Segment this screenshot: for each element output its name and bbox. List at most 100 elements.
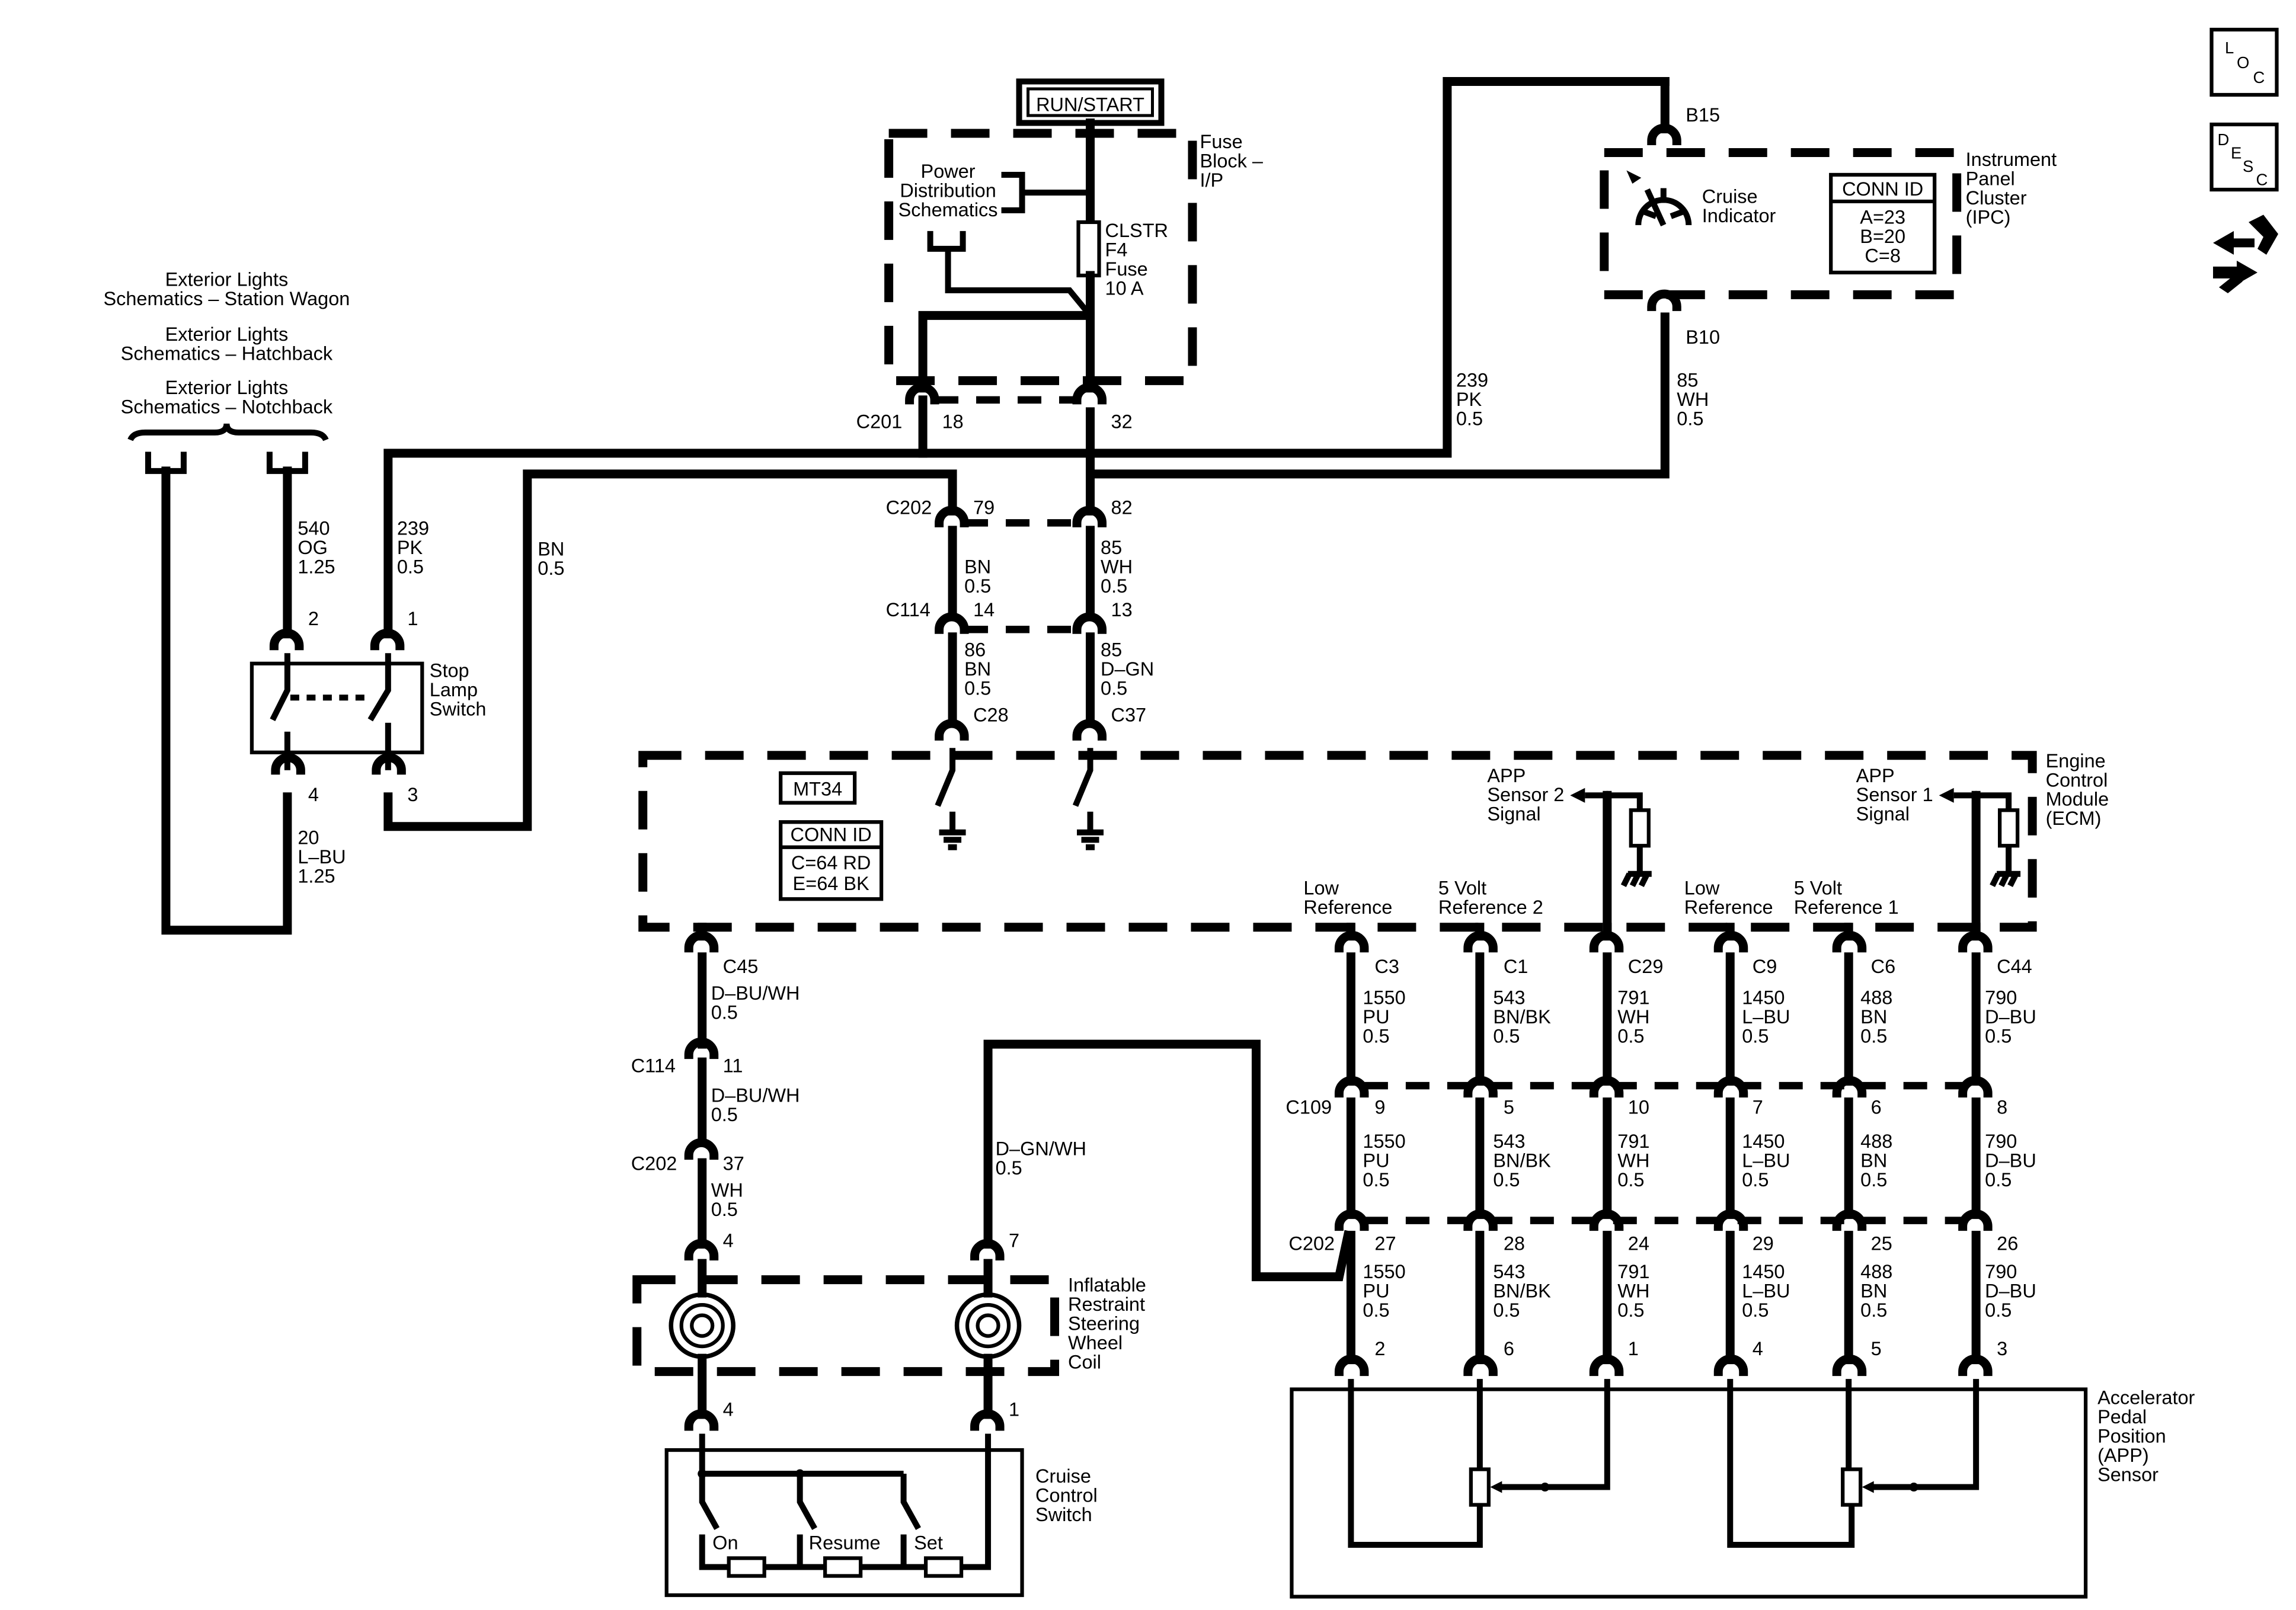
svg-text:543: 543 [1493, 1131, 1525, 1152]
svg-text:4: 4 [723, 1399, 734, 1420]
svg-text:Stop: Stop [430, 660, 469, 681]
svg-text:O: O [2237, 53, 2249, 72]
svg-text:L–BU: L–BU [1742, 1006, 1790, 1028]
connector-c202-row: C202 [1288, 1209, 1993, 1254]
svg-text:Signal: Signal [1487, 804, 1540, 825]
svg-text:0.5: 0.5 [1493, 1026, 1520, 1047]
svg-text:I/P: I/P [1200, 169, 1223, 191]
svg-text:Inflatable: Inflatable [1068, 1275, 1146, 1296]
svg-text:20: 20 [298, 827, 319, 849]
svg-text:Cruise: Cruise [1035, 1465, 1091, 1487]
svg-text:BN: BN [1860, 1281, 1887, 1302]
svg-text:C28: C28 [973, 704, 1009, 725]
svg-text:5: 5 [1504, 1097, 1514, 1118]
svg-text:4: 4 [723, 1230, 734, 1251]
svg-text:791: 791 [1617, 1261, 1649, 1282]
svg-text:0.5: 0.5 [1617, 1026, 1644, 1047]
svg-text:A=23: A=23 [1860, 206, 1905, 228]
clockspring-coil-icon-1 [669, 1292, 736, 1359]
svg-text:0.5: 0.5 [1860, 1026, 1887, 1047]
svg-text:3: 3 [407, 784, 418, 805]
steering-wheel-coil: 4 7 Inflatable Restraint Steering Wheel … [632, 1230, 1146, 1431]
svg-text:WH: WH [711, 1180, 743, 1201]
svg-text:PU: PU [1363, 1281, 1389, 1302]
svg-text:0.5: 0.5 [1677, 408, 1703, 429]
svg-text:Lamp: Lamp [430, 679, 478, 700]
svg-text:488: 488 [1860, 987, 1892, 1009]
svg-text:Resume: Resume [809, 1532, 881, 1554]
svg-text:0.5: 0.5 [711, 1104, 738, 1125]
svg-text:6: 6 [1504, 1338, 1514, 1359]
svg-text:0.5: 0.5 [1101, 575, 1127, 597]
ground-switch-c28 [935, 748, 966, 850]
svg-text:Distribution: Distribution [900, 180, 996, 201]
svg-text:(APP): (APP) [2097, 1445, 2149, 1466]
app-sensor-connector-row [1334, 1354, 1993, 1377]
svg-text:PK: PK [397, 537, 423, 558]
svg-text:85: 85 [1677, 369, 1698, 391]
svg-text:WH: WH [1101, 556, 1133, 577]
svg-text:Accelerator: Accelerator [2097, 1387, 2195, 1409]
svg-text:BN: BN [964, 556, 991, 577]
connector-c109-row: C109 [1285, 1076, 1993, 1118]
svg-text:28: 28 [1504, 1233, 1525, 1254]
fuse-block: Fuse Block – I/P Power Distribution Sche… [884, 118, 1264, 393]
svg-text:1450: 1450 [1742, 987, 1785, 1009]
svg-text:D–BU/WH: D–BU/WH [711, 982, 800, 1004]
svg-text:0.5: 0.5 [996, 1157, 1022, 1179]
svg-text:D–BU/WH: D–BU/WH [711, 1085, 800, 1106]
ecm-pin-column-c44: C44 790 D–BU 0.5 8 790 D–BU 0.5 26 790 D… [1958, 930, 2036, 1359]
svg-text:0.5: 0.5 [1985, 1299, 2012, 1321]
svg-text:790: 790 [1985, 987, 2017, 1009]
ecm-pin-column-c3: C3 1550 PU 0.5 9 1550 PU 0.5 27 1550 PU … [1334, 930, 1406, 1359]
svg-text:Block –: Block – [1200, 150, 1263, 171]
svg-text:BN: BN [964, 658, 991, 680]
svg-text:CONN ID: CONN ID [1842, 178, 1923, 200]
svg-text:2: 2 [1374, 1338, 1385, 1359]
svg-text:13: 13 [1111, 599, 1133, 620]
svg-text:1: 1 [407, 608, 418, 629]
svg-text:Sensor 1: Sensor 1 [1856, 784, 1933, 805]
svg-text:S: S [2243, 157, 2253, 175]
connector-c45: C45 [684, 923, 758, 977]
svg-text:5 Volt: 5 Volt [1438, 878, 1486, 899]
svg-text:Schematics – Hatchback: Schematics – Hatchback [121, 343, 333, 364]
svg-text:Restraint: Restraint [1068, 1294, 1145, 1315]
svg-text:E: E [2231, 143, 2241, 162]
svg-text:L–BU: L–BU [1742, 1281, 1790, 1302]
connector-tool-icon[interactable] [2213, 215, 2279, 293]
svg-text:Control: Control [2046, 769, 2108, 790]
svg-text:Power: Power [921, 161, 976, 182]
svg-text:0.5: 0.5 [1493, 1299, 1520, 1321]
svg-text:239: 239 [1456, 369, 1488, 391]
svg-text:WH: WH [1677, 389, 1709, 410]
svg-text:PU: PU [1363, 1150, 1389, 1172]
svg-text:32: 32 [1111, 411, 1133, 432]
svg-text:0.5: 0.5 [538, 558, 564, 579]
svg-text:Panel: Panel [1966, 168, 2015, 189]
svg-text:B10: B10 [1686, 327, 1720, 348]
svg-text:Low: Low [1303, 878, 1339, 899]
run-start-text: RUN/START [1036, 94, 1144, 115]
svg-text:C202: C202 [631, 1153, 677, 1174]
svg-text:BN/BK: BN/BK [1493, 1006, 1551, 1028]
svg-text:0.5: 0.5 [397, 556, 424, 577]
svg-text:Reference 2: Reference 2 [1438, 897, 1543, 918]
svg-text:7: 7 [1009, 1230, 1019, 1251]
desc-icon[interactable]: D E S C [2209, 122, 2279, 192]
svg-text:Cruise: Cruise [1702, 185, 1758, 207]
svg-text:BN: BN [1860, 1006, 1887, 1028]
loc-icon[interactable]: L O C [2209, 27, 2279, 97]
svg-text:C=8: C=8 [1865, 245, 1900, 266]
svg-text:790: 790 [1985, 1261, 2017, 1282]
svg-text:CONN ID: CONN ID [791, 824, 872, 846]
svg-text:PK: PK [1456, 389, 1482, 410]
svg-text:0.5: 0.5 [1985, 1026, 2012, 1047]
svg-text:D–BU: D–BU [1985, 1006, 2036, 1028]
svg-text:0.5: 0.5 [1860, 1169, 1887, 1190]
svg-text:(IPC): (IPC) [1966, 206, 2011, 228]
svg-text:Schematics: Schematics [898, 199, 998, 220]
svg-text:4: 4 [308, 784, 319, 805]
svg-text:C201: C201 [856, 411, 903, 432]
svg-text:9: 9 [1374, 1097, 1385, 1118]
